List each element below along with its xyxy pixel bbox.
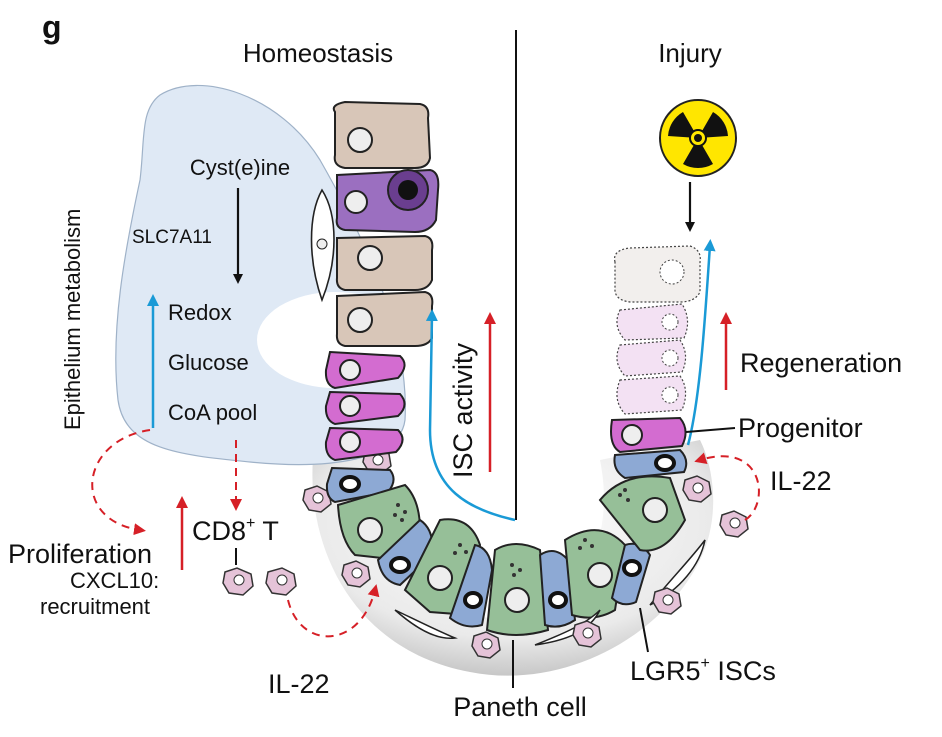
epithelium-metabolism-label: Epithelium metabolism — [60, 209, 85, 430]
paneth-cell — [563, 529, 627, 619]
regeneration-blue-arrow — [686, 239, 716, 446]
panel-letter: g — [42, 9, 62, 45]
il22-to-crypt-arrow — [287, 584, 380, 638]
proliferation-label: Proliferation — [8, 539, 152, 569]
immune-cell — [719, 510, 749, 538]
immune-cell — [222, 567, 254, 596]
isc-activity-label: ISC activity — [448, 342, 478, 478]
lgr5-pointer — [639, 607, 649, 653]
glucose-label: Glucose — [168, 350, 249, 375]
regeneration-label: Regeneration — [740, 348, 902, 378]
homeostasis-header: Homeostasis — [243, 38, 393, 68]
stromal-cell — [394, 609, 458, 640]
slc7a11-label: SLC7A11 — [132, 227, 212, 248]
paneth-cell — [598, 475, 687, 552]
il22-right-arrow — [694, 452, 760, 521]
damaged-cell — [616, 303, 689, 341]
enterocyte-cell — [332, 100, 432, 169]
progenitor-cell — [610, 416, 687, 454]
cxcl10-label: CXCL10: — [70, 568, 159, 593]
damaged-cell — [616, 339, 687, 377]
recruitment-label: recruitment — [40, 594, 150, 619]
progenitor-cell — [324, 390, 406, 426]
il22-bottom-label: IL-22 — [268, 669, 330, 699]
isc-activity-blue-arrow — [425, 309, 516, 522]
stromal-cell — [534, 609, 601, 646]
goblet-cell — [310, 188, 335, 303]
secretory-cell — [335, 168, 440, 234]
progenitor-label: Progenitor — [738, 413, 863, 443]
damaged-cell — [613, 245, 701, 303]
enterocyte-cell — [335, 290, 434, 347]
metabolism-to-proliferation-arrow — [91, 429, 151, 536]
paneth-cell-label: Paneth cell — [453, 692, 587, 722]
progenitor-pointer — [685, 427, 736, 433]
immune-cell — [682, 475, 712, 503]
cysteine-label: Cyst(e)ine — [190, 155, 290, 180]
progenitor-cell — [324, 350, 406, 390]
immune-cell — [652, 587, 682, 615]
injury-header: Injury — [658, 38, 722, 68]
immune-cell — [265, 567, 297, 596]
coa-pool-label: CoA pool — [168, 400, 257, 425]
immune-cell — [471, 631, 501, 659]
il22-right-label: IL-22 — [770, 466, 832, 496]
damaged-cell — [616, 375, 687, 415]
immune-cell — [341, 560, 371, 588]
redox-label: Redox — [168, 300, 232, 325]
immune-cell — [302, 485, 332, 513]
immune-cell — [572, 620, 602, 648]
stem-cell — [610, 542, 652, 606]
progenitor-cell — [324, 426, 404, 462]
enterocyte-cell — [335, 234, 434, 291]
radiation-hazard-icon — [659, 99, 737, 177]
cd8-label: CD8+ T — [192, 515, 279, 546]
lgr5-label: LGR5+ ISCs — [630, 655, 776, 686]
paneth-cell — [485, 543, 550, 636]
stem-cell — [613, 448, 688, 480]
